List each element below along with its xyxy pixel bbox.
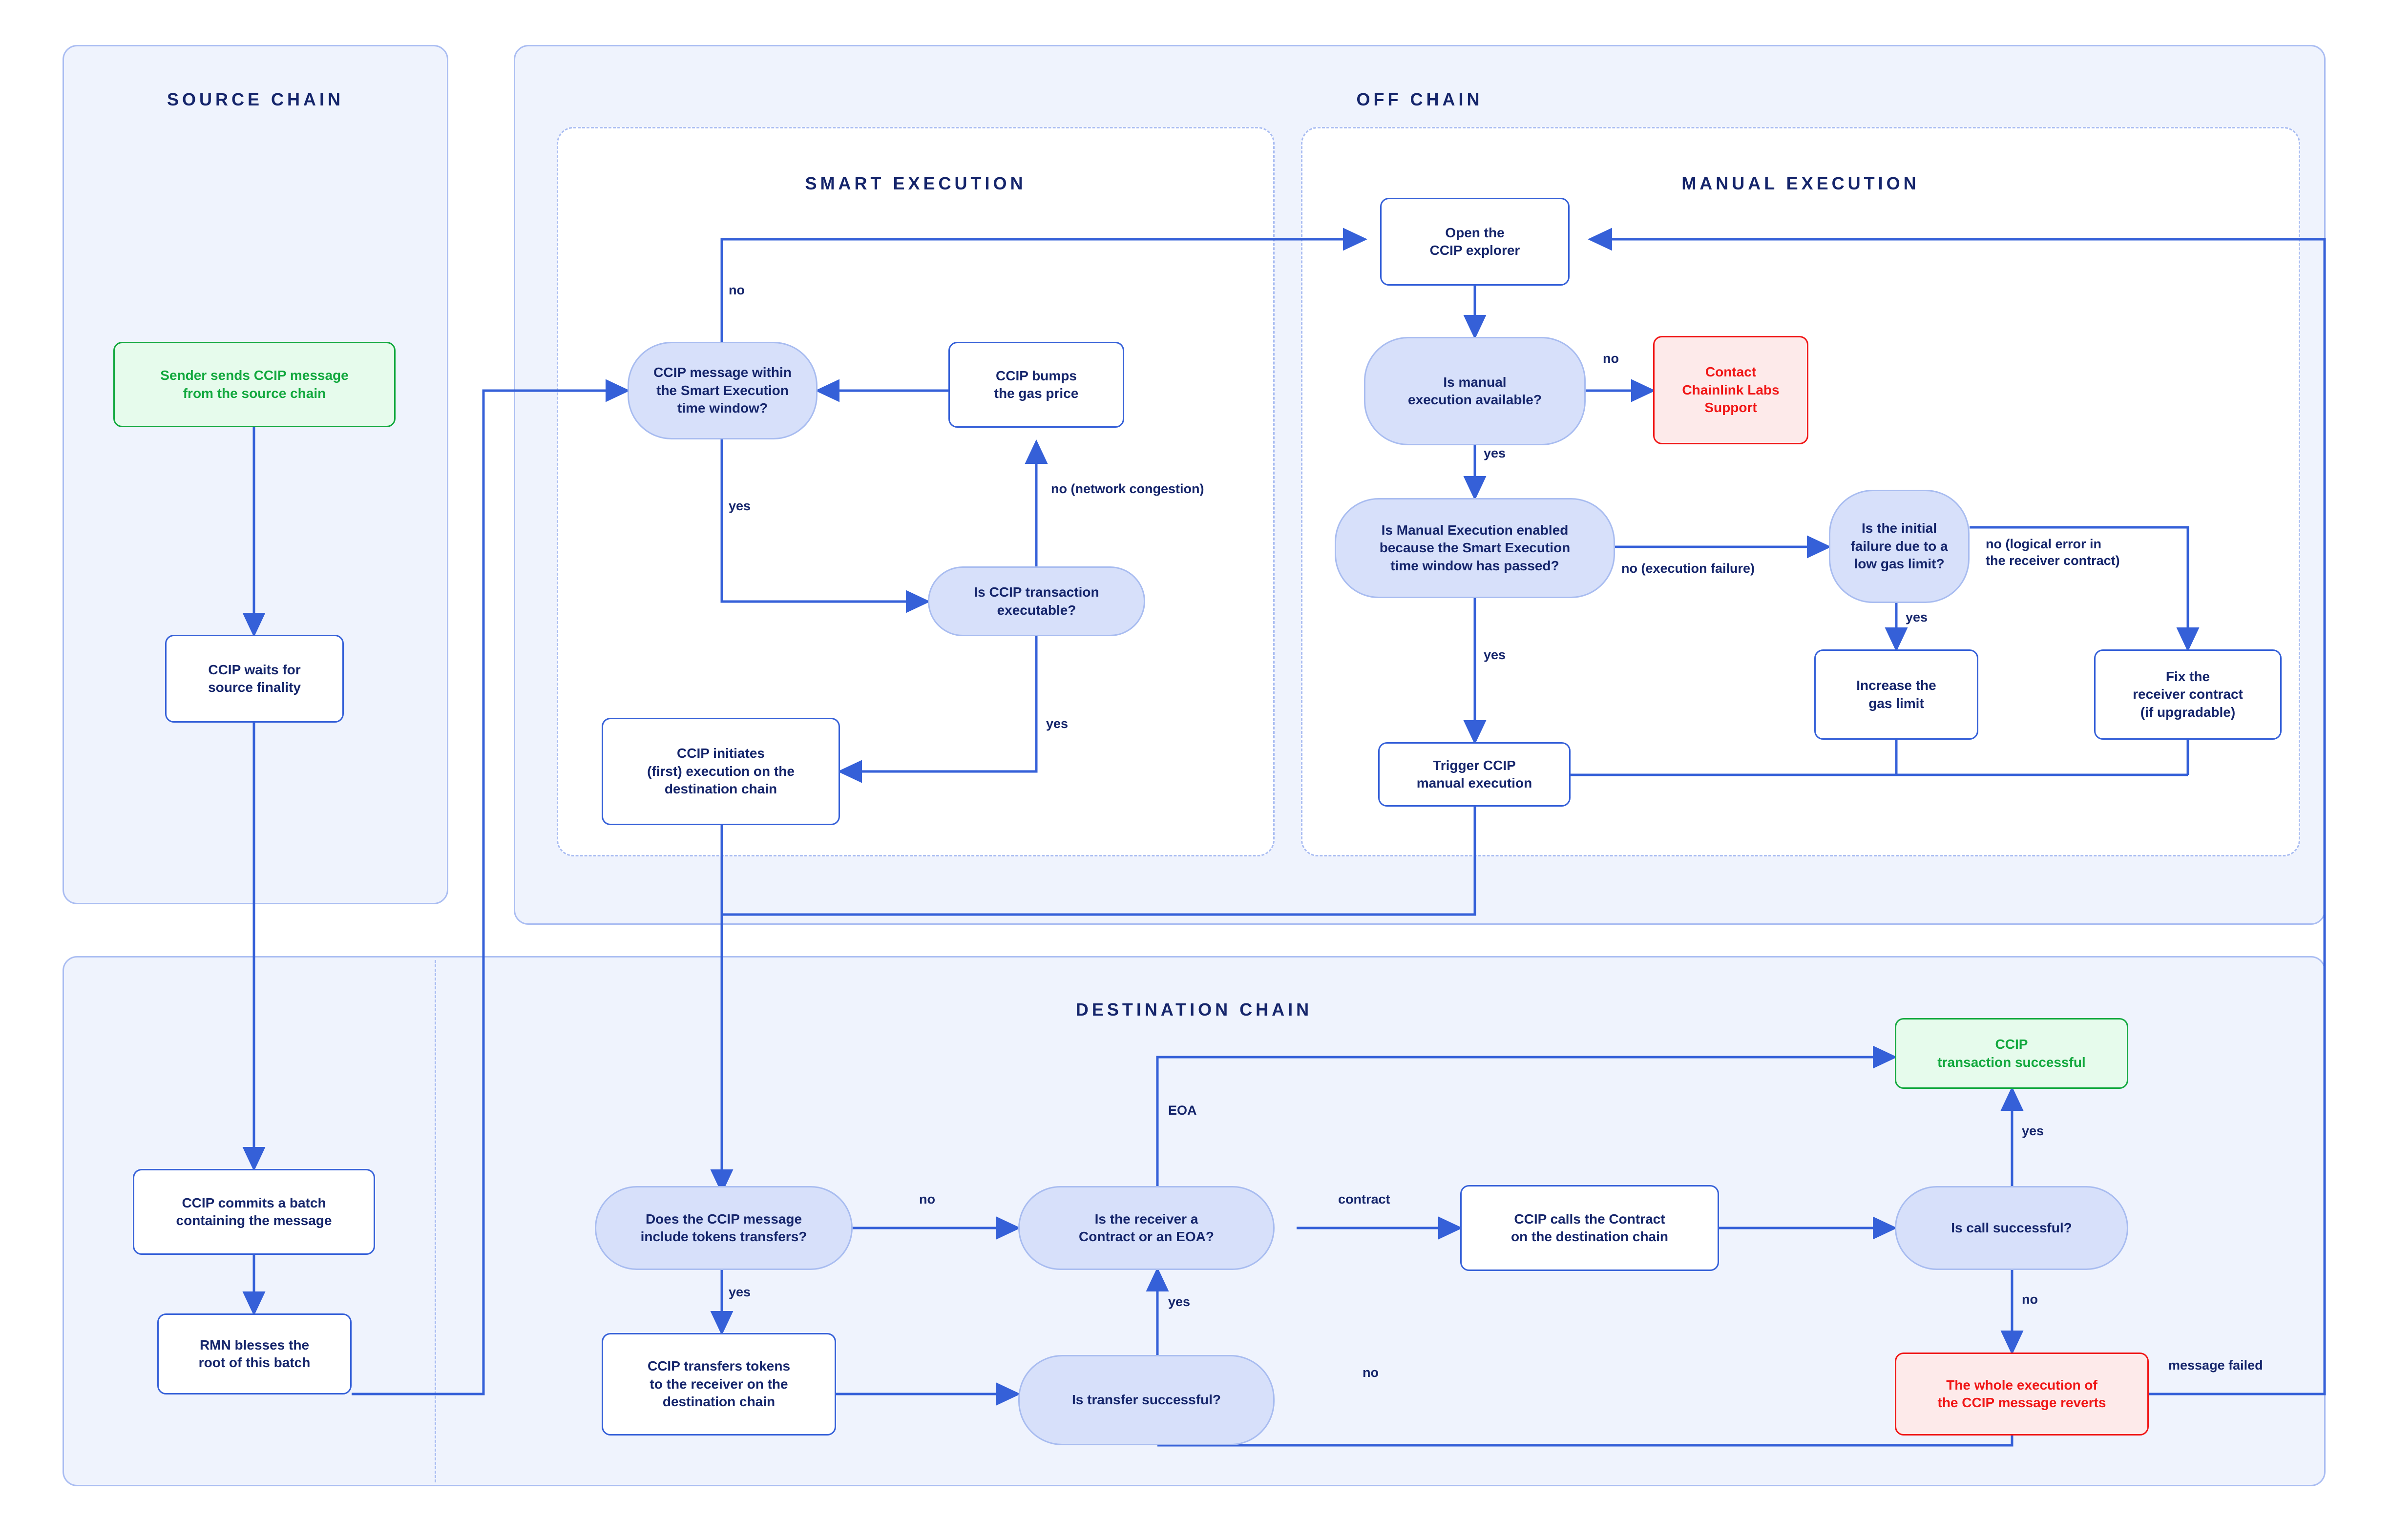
node-is-transfer-successful[interactable]: Is transfer successful?	[1018, 1355, 1275, 1445]
lane-source-chain: SOURCE CHAIN	[63, 45, 448, 904]
edge-label-yes-low-gas: yes	[1906, 610, 1928, 624]
node-is-ccip-transaction-executable[interactable]: Is CCIP transaction executable?	[928, 566, 1145, 636]
edge-label-yes-call: yes	[2022, 1124, 2044, 1138]
node-open-ccip-explorer[interactable]: Open the CCIP explorer	[1380, 198, 1570, 286]
node-sender-sends-message[interactable]: Sender sends CCIP message from the sourc…	[113, 342, 396, 427]
node-is-failure-low-gas-limit[interactable]: Is the initial failure due to a low gas …	[1829, 490, 1970, 603]
node-ccip-waits-finality[interactable]: CCIP waits for source finality	[165, 635, 344, 723]
edge-label-message-failed: message failed	[2168, 1358, 2263, 1373]
edge-label-no-logical-error: no (logical error in the receiver contra…	[1986, 537, 2120, 568]
node-ccip-bumps-gas-price[interactable]: CCIP bumps the gas price	[948, 342, 1124, 428]
node-is-manual-execution-enabled[interactable]: Is Manual Execution enabled because the …	[1335, 498, 1615, 598]
edge-label-eoa: EOA	[1168, 1103, 1197, 1118]
node-ccip-message-reverts[interactable]: The whole execution of the CCIP message …	[1895, 1353, 2149, 1436]
node-contact-chainlink-labs-support[interactable]: Contact Chainlink Labs Support	[1653, 336, 1808, 444]
edge-label-yes-tokens: yes	[729, 1285, 751, 1299]
edge-label-no-network-congestion: no (network congestion)	[1051, 481, 1204, 496]
edge-label-yes-transfer: yes	[1168, 1294, 1191, 1309]
node-is-manual-execution-available[interactable]: Is manual execution available?	[1364, 337, 1586, 445]
edge-label-no-window: no	[729, 283, 745, 297]
node-increase-gas-limit[interactable]: Increase the gas limit	[1814, 649, 1978, 740]
node-rmn-blesses-root[interactable]: RMN blesses the root of this batch	[157, 1313, 352, 1394]
node-trigger-ccip-manual-execution[interactable]: Trigger CCIP manual execution	[1378, 742, 1571, 807]
lane-title-manual-execution: MANUAL EXECUTION	[1681, 173, 1920, 193]
node-is-call-successful[interactable]: Is call successful?	[1895, 1186, 2128, 1270]
edge-label-contract: contract	[1338, 1192, 1390, 1207]
lane-title-destination-chain: DESTINATION CHAIN	[1075, 999, 1313, 1020]
destination-lane-divider	[435, 960, 436, 1482]
edge-label-yes-window: yes	[729, 499, 751, 513]
node-ccip-transaction-successful[interactable]: CCIP transaction successful	[1895, 1018, 2128, 1089]
node-fix-receiver-contract[interactable]: Fix the receiver contract (if upgradable…	[2094, 649, 2282, 740]
node-ccip-calls-contract[interactable]: CCIP calls the Contract on the destinati…	[1460, 1185, 1719, 1271]
edge-label-no-call: no	[2022, 1292, 2038, 1307]
node-ccip-commits-batch[interactable]: CCIP commits a batch containing the mess…	[133, 1169, 375, 1255]
edge-label-no-transfer: no	[1363, 1365, 1379, 1380]
edge-label-yes-manual-available: yes	[1484, 446, 1506, 460]
lane-title-off-chain: OFF CHAIN	[1356, 89, 1483, 109]
node-within-smart-execution-window[interactable]: CCIP message within the Smart Execution …	[628, 342, 818, 439]
edge-label-yes-executable: yes	[1046, 716, 1069, 731]
edge-label-no-manual-available: no	[1603, 351, 1619, 366]
edge-label-yes-manual-enabled: yes	[1484, 647, 1506, 662]
node-does-message-include-token-transfers[interactable]: Does the CCIP message include tokens tra…	[595, 1186, 853, 1270]
lane-title-source-chain: SOURCE CHAIN	[167, 89, 344, 109]
node-ccip-transfers-tokens[interactable]: CCIP transfers tokens to the receiver on…	[602, 1333, 836, 1436]
edge-label-no-tokens: no	[919, 1192, 935, 1207]
node-is-receiver-contract-or-eoa[interactable]: Is the receiver a Contract or an EOA?	[1018, 1186, 1275, 1270]
node-ccip-initiates-execution[interactable]: CCIP initiates (first) execution on the …	[602, 718, 840, 825]
lane-title-smart-execution: SMART EXECUTION	[805, 173, 1027, 193]
edge-label-no-execution-failure: no (execution failure)	[1621, 561, 1755, 576]
